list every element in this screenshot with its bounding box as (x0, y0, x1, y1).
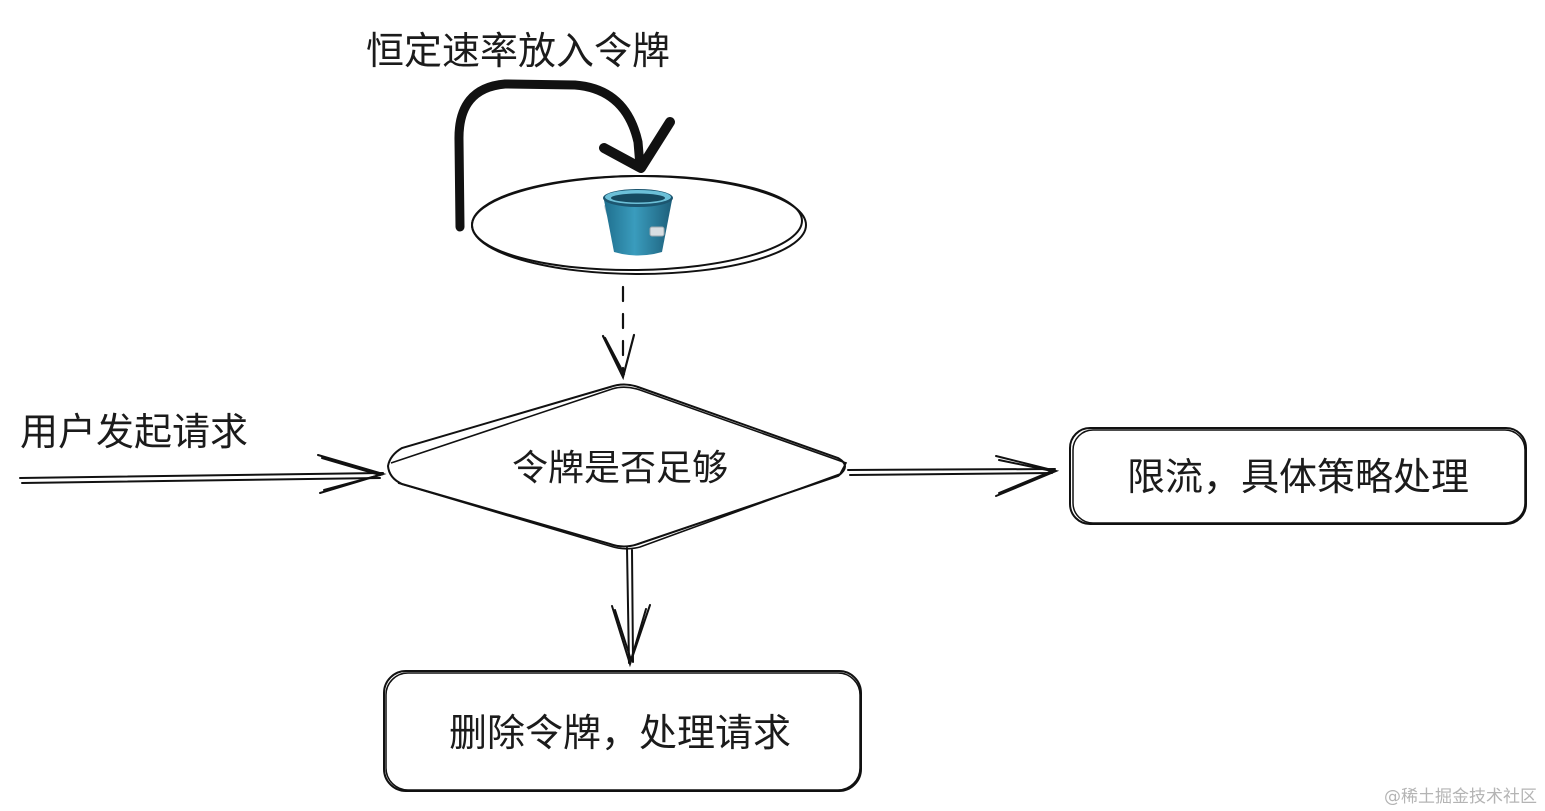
rate-limited-box (1069, 427, 1527, 525)
bucket-ellipse (471, 174, 807, 275)
consume-box (383, 670, 862, 792)
rate-limited-label: 限流，具体策略处理 (1127, 455, 1469, 499)
user-request-label: 用户发起请求 (20, 410, 248, 454)
bucket-to-decision-arrow (601, 285, 636, 381)
refill-label: 恒定速率放入令牌 (366, 29, 670, 73)
consume-label: 删除令牌，处理请求 (449, 711, 791, 755)
watermark: @稀土掘金技术社区 (1384, 787, 1537, 807)
consume-arrow (611, 547, 651, 668)
decision-label: 令牌是否足够 (512, 448, 728, 489)
refill-arrow (454, 79, 675, 232)
rate-limited-arrow (847, 455, 1060, 497)
bucket-icon (603, 189, 673, 256)
user-request-arrow (19, 454, 387, 494)
decision-diamond (386, 383, 848, 550)
